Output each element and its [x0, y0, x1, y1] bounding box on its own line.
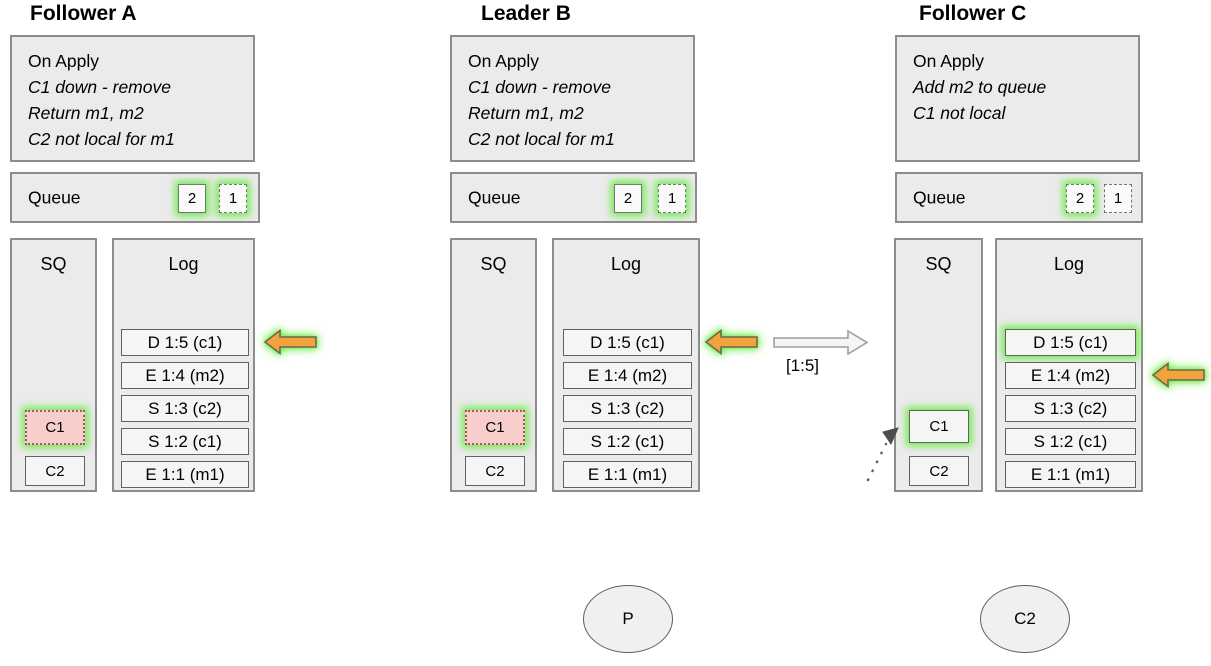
sq-label: SQ	[40, 254, 67, 274]
log-box: Log D 1:5 (c1) E 1:4 (m2) S 1:3 (c2) S 1…	[552, 238, 700, 492]
incoming-dotted-arrow-icon	[866, 427, 899, 482]
log-label: Log	[610, 254, 642, 274]
queue-label: Queue	[28, 187, 81, 207]
panel-title: Leader B	[481, 2, 571, 25]
on-apply-box: On Apply Add m2 to queue C1 not local	[895, 35, 1140, 162]
on-apply-box: On Apply C1 down - remove Return m1, m2 …	[10, 35, 255, 162]
log-entry: S 1:3 (c2)	[121, 395, 249, 422]
panel-title: Follower A	[30, 2, 137, 25]
log-label: Log	[168, 254, 199, 274]
sq-item-c1: C1	[909, 410, 969, 443]
log-box: Log D 1:5 (c1) E 1:4 (m2) S 1:3 (c2) S 1…	[112, 238, 255, 492]
log-entry: E 1:4 (m2)	[1005, 362, 1136, 389]
apply-line: C1 down - remove	[468, 77, 611, 97]
queue-box: Queue 2 1	[895, 172, 1143, 223]
queue-box: Queue 2 1	[10, 172, 260, 223]
applied-pointer-arrow-icon	[1152, 362, 1205, 388]
on-apply-box: On Apply C1 down - remove Return m1, m2 …	[450, 35, 695, 162]
log-entry: E 1:4 (m2)	[563, 362, 692, 389]
log-entry: S 1:2 (c1)	[563, 428, 692, 455]
queue-item-2: 2	[614, 184, 642, 213]
log-entry: D 1:5 (c1)	[1005, 329, 1136, 356]
apply-line: C1 not local	[913, 103, 1006, 123]
log-entry: D 1:5 (c1)	[563, 329, 692, 356]
log-entry: S 1:3 (c2)	[563, 395, 692, 422]
log-entry: E 1:4 (m2)	[121, 362, 249, 389]
log-entry: E 1:1 (m1)	[563, 461, 692, 488]
queue-label: Queue	[468, 187, 521, 207]
apply-line: Add m2 to queue	[913, 77, 1047, 97]
queue-item-2: 2	[1066, 184, 1094, 213]
replication-arrow-icon	[773, 329, 869, 356]
apply-line: Return m1, m2	[468, 103, 584, 123]
process-ellipse-c2: C2	[980, 585, 1070, 653]
replication-range-label: [1:5]	[785, 356, 820, 375]
queue-item-1: 1	[219, 184, 247, 213]
log-entry: S 1:3 (c2)	[1005, 395, 1136, 422]
sq-item-c2: C2	[465, 456, 525, 486]
log-entry: S 1:2 (c1)	[121, 428, 249, 455]
sq-item-c1: C1	[25, 410, 85, 445]
apply-line: C2 not local for m1	[28, 129, 175, 149]
panel-title: Follower C	[919, 2, 1027, 25]
sq-label: SQ	[925, 254, 952, 274]
queue-item-2: 2	[178, 184, 206, 213]
log-entry: E 1:1 (m1)	[121, 461, 249, 488]
sq-box: SQ C1 C2	[10, 238, 97, 492]
sq-label: SQ	[480, 254, 507, 274]
sq-item-c1: C1	[465, 410, 525, 445]
log-entry: E 1:1 (m1)	[1005, 461, 1136, 488]
applied-pointer-arrow-icon	[705, 329, 758, 355]
queue-box: Queue 2 1	[450, 172, 697, 223]
sq-item-c2: C2	[25, 456, 85, 486]
log-entry: D 1:5 (c1)	[121, 329, 249, 356]
process-ellipse-p: P	[583, 585, 673, 653]
queue-item-1: 1	[1104, 184, 1132, 213]
queue-item-1: 1	[658, 184, 686, 213]
queue-label: Queue	[913, 187, 966, 207]
apply-header: On Apply	[913, 51, 985, 71]
sq-item-c2: C2	[909, 456, 969, 486]
sq-box: SQ C1 C2	[894, 238, 983, 492]
apply-header: On Apply	[468, 51, 540, 71]
apply-line: C1 down - remove	[28, 77, 171, 97]
apply-header: On Apply	[28, 51, 100, 71]
apply-line: Return m1, m2	[28, 103, 144, 123]
sq-box: SQ C1 C2	[450, 238, 537, 492]
apply-line: C2 not local for m1	[468, 129, 615, 149]
log-label: Log	[1053, 254, 1085, 274]
log-box: Log D 1:5 (c1) E 1:4 (m2) S 1:3 (c2) S 1…	[995, 238, 1143, 492]
log-entry: S 1:2 (c1)	[1005, 428, 1136, 455]
applied-pointer-arrow-icon	[264, 329, 317, 355]
